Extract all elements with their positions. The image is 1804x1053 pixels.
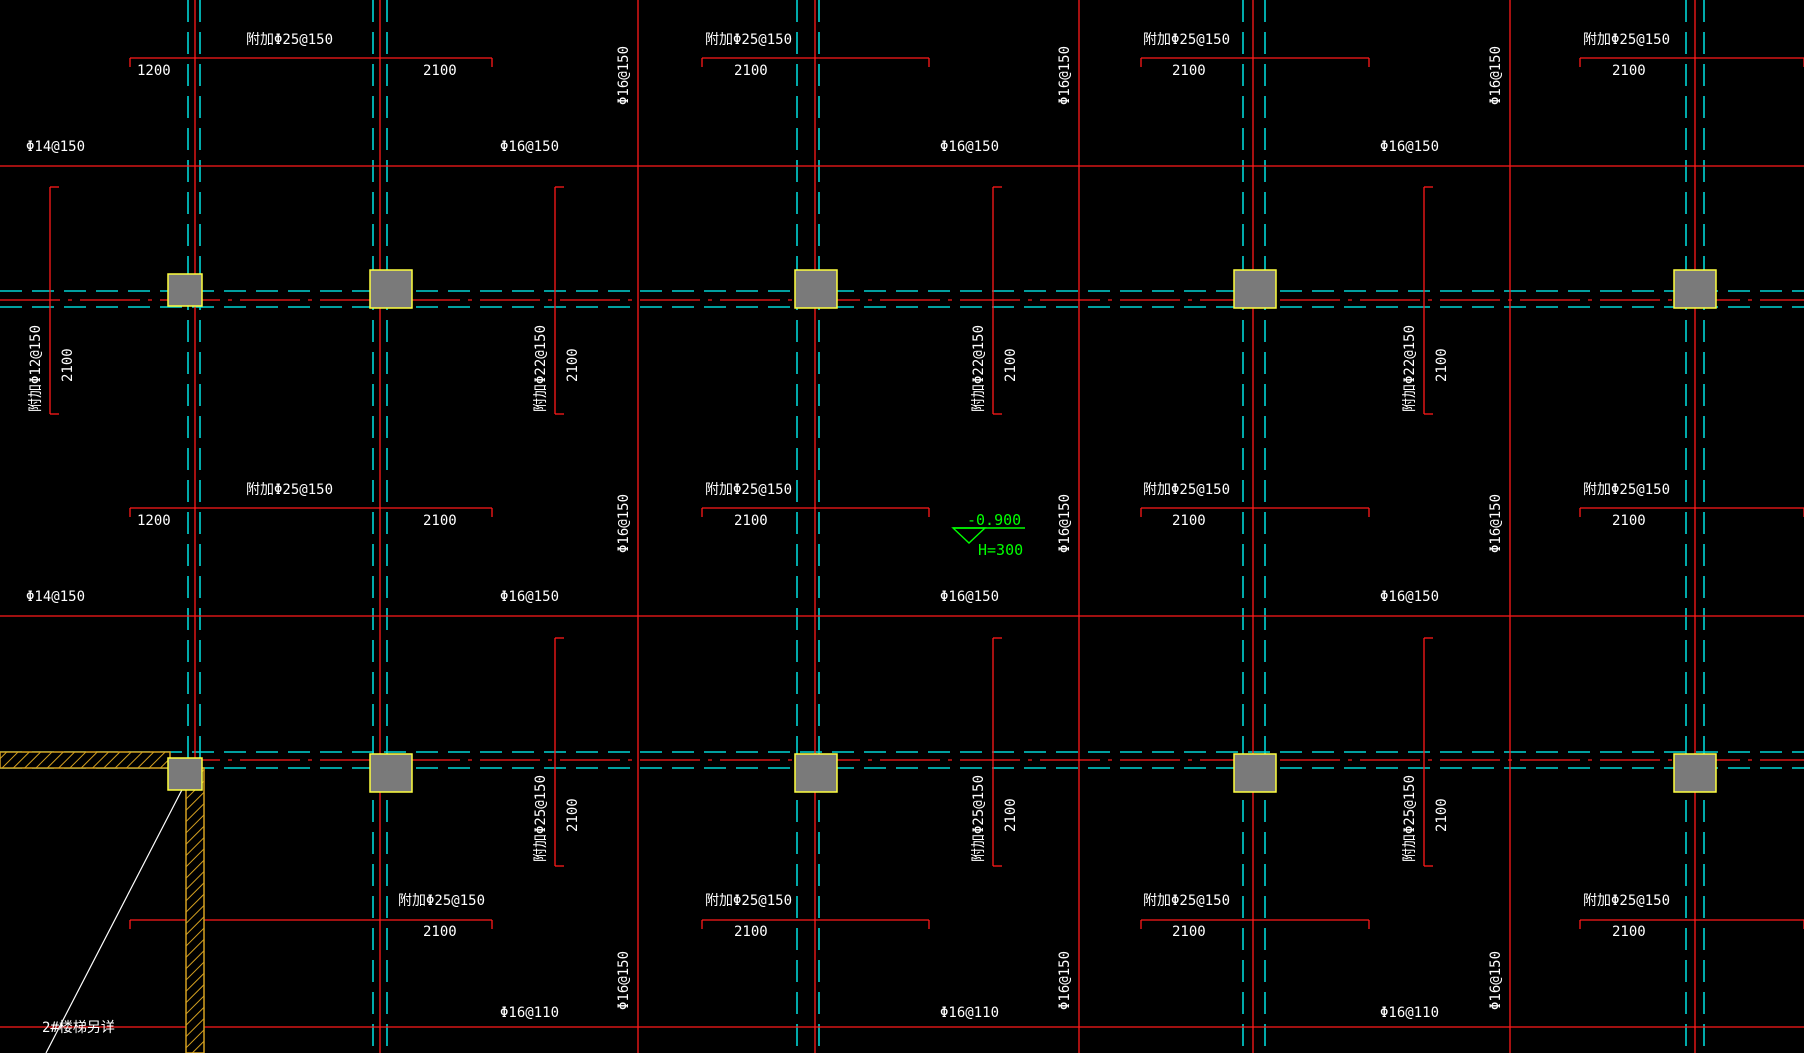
length-label: 2100: [734, 513, 768, 529]
main-bar-label: Φ16@150: [500, 139, 559, 155]
wall-vertical: [185, 767, 205, 1053]
vertical-bar-label: Φ16@150: [616, 494, 632, 553]
length-label: 2100: [1172, 63, 1206, 79]
add-bar-label: 附加Φ25@150: [1583, 893, 1670, 909]
square-column-icon: [1233, 269, 1277, 309]
vertical-add-bar-label: 附加Φ25@150: [1402, 775, 1418, 862]
add-bar-label: 附加Φ25@150: [1583, 482, 1670, 498]
vertical-bar-label: Φ16@150: [1488, 494, 1504, 553]
triangle-elevation-icon: [951, 527, 987, 544]
length-label: 2100: [1172, 513, 1206, 529]
main-bar-label: Φ16@150: [940, 589, 999, 605]
square-column-icon: [1233, 753, 1277, 793]
vertical-add-bar-label: 附加Φ25@150: [971, 775, 987, 862]
length-label: 2100: [734, 924, 768, 940]
main-bar-label: Φ16@150: [1380, 139, 1439, 155]
vertical-length-label: 2100: [1003, 798, 1019, 832]
elevation-marker[interactable]: -0.900 H=300: [951, 511, 1025, 559]
add-bar-label: 附加Φ25@150: [246, 482, 333, 498]
vertical-add-bar-label: 附加Φ22@150: [1402, 325, 1418, 412]
vertical-bar-label: Φ16@150: [1488, 46, 1504, 105]
rebar-labels: 附加Φ25@150 1200 2100 附加Φ25@150 2100 附加Φ25@150 2…: [26, 32, 1670, 1021]
stair-leader-line: [45, 781, 187, 1053]
square-column-icon: [794, 753, 838, 793]
add-bar-label: 附加Φ25@150: [398, 893, 485, 909]
main-bar-label: Φ14@150: [26, 139, 85, 155]
vertical-length-label: 2100: [1434, 798, 1450, 832]
vertical-bar-label: Φ16@150: [1488, 951, 1504, 1010]
square-column-icon: [1673, 753, 1717, 793]
length-label: 2100: [1612, 63, 1646, 79]
vertical-add-bar-label: 附加Φ12@150: [28, 325, 44, 412]
vertical-bar-label: Φ16@150: [1057, 46, 1073, 105]
length-label: 2100: [1172, 924, 1206, 940]
length-label: 1200: [137, 513, 171, 529]
main-bar-label: Φ16@150: [1380, 589, 1439, 605]
main-bar-label: Φ16@110: [940, 1005, 999, 1021]
vertical-add-bar-label: 附加Φ25@150: [533, 775, 549, 862]
length-label: 2100: [1612, 924, 1646, 940]
vertical-bar-label: Φ16@150: [616, 46, 632, 105]
length-label: 2100: [1612, 513, 1646, 529]
elevation-value: -0.900: [967, 511, 1021, 529]
square-column-icon: [167, 757, 203, 791]
add-bar-label: 附加Φ25@150: [1143, 32, 1230, 48]
length-label: 2100: [423, 513, 457, 529]
main-bar-label: Φ16@150: [940, 139, 999, 155]
square-column-icon: [794, 269, 838, 309]
main-bar-label: Φ16@150: [500, 589, 559, 605]
add-bar-label: 附加Φ25@150: [705, 482, 792, 498]
add-bar-label: 附加Φ25@150: [1143, 893, 1230, 909]
column-group: [167, 269, 1717, 793]
vertical-bar-label: Φ16@150: [616, 951, 632, 1010]
square-column-icon: [369, 753, 413, 793]
wall-horizontal: [0, 751, 171, 769]
add-bar-label: 附加Φ25@150: [1143, 482, 1230, 498]
vertical-length-label: 2100: [60, 348, 76, 382]
elevation-height: H=300: [978, 541, 1023, 559]
length-label: 2100: [423, 63, 457, 79]
square-column-icon: [167, 273, 203, 307]
stair-wall: [0, 751, 205, 1053]
length-label: 2100: [734, 63, 768, 79]
stair-note: 2#楼梯另详: [42, 1020, 115, 1036]
square-column-icon: [1673, 269, 1717, 309]
vertical-length-label: 2100: [565, 348, 581, 382]
add-bar-label: 附加Φ25@150: [705, 32, 792, 48]
vertical-add-bar-label: 附加Φ22@150: [533, 325, 549, 412]
main-bar-label: Φ16@110: [1380, 1005, 1439, 1021]
vertical-add-bar-label: 附加Φ22@150: [971, 325, 987, 412]
add-bar-label: 附加Φ25@150: [246, 32, 333, 48]
length-label: 2100: [423, 924, 457, 940]
main-bar-label: Φ16@110: [500, 1005, 559, 1021]
square-column-icon: [369, 269, 413, 309]
main-bar-label: Φ14@150: [26, 589, 85, 605]
add-bar-label: 附加Φ25@150: [1583, 32, 1670, 48]
vertical-bar-label: Φ16@150: [1057, 951, 1073, 1010]
length-label: 1200: [137, 63, 171, 79]
vertical-length-label: 2100: [1003, 348, 1019, 382]
add-bar-label: 附加Φ25@150: [705, 893, 792, 909]
vertical-length-label: 2100: [1434, 348, 1450, 382]
vertical-length-label: 2100: [565, 798, 581, 832]
vertical-bar-label: Φ16@150: [1057, 494, 1073, 553]
